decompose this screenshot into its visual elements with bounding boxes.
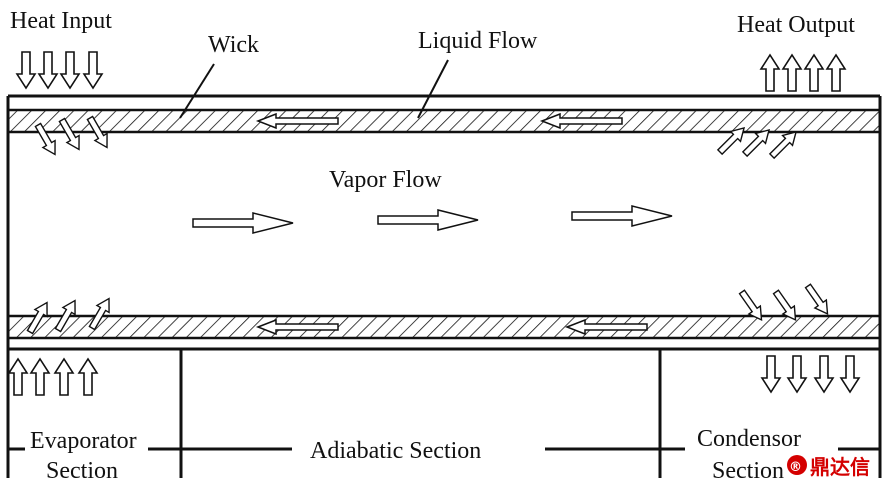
svg-text:®: ® <box>789 460 802 475</box>
heat-output-arrows-bottom <box>761 355 860 393</box>
watermark-logo: ® 鼎达信 <box>787 455 870 479</box>
heat-input-arrows-bottom <box>8 358 98 396</box>
vapor-flow-arrows <box>192 205 673 234</box>
liquid-flow-label: Liquid Flow <box>418 28 538 54</box>
wick-top <box>6 108 882 134</box>
evaporator-section-label-line1: Evaporator <box>30 428 137 454</box>
condensor-section-label-line2: Section <box>712 458 784 484</box>
heat-output-label: Heat Output <box>737 12 855 38</box>
evaporator-section-label-line2: Section <box>46 458 118 484</box>
adiabatic-section-label: Adiabatic Section <box>310 438 481 464</box>
heat-input-arrows-top <box>16 51 103 89</box>
condensor-section-label-line1: Condensor <box>697 426 801 452</box>
wick-bottom <box>6 314 882 340</box>
leader-lines <box>179 59 449 119</box>
evaporation-arrows <box>23 113 116 337</box>
pipe-body <box>6 94 882 351</box>
section-dividers <box>6 349 882 478</box>
wick-label: Wick <box>208 32 259 58</box>
vapor-flow-label: Vapor Flow <box>329 167 442 193</box>
condensation-arrows <box>714 122 834 325</box>
heat-input-label: Heat Input <box>10 8 112 34</box>
heat-output-arrows-top <box>760 54 846 92</box>
watermark-text: 鼎达信 <box>810 455 870 479</box>
